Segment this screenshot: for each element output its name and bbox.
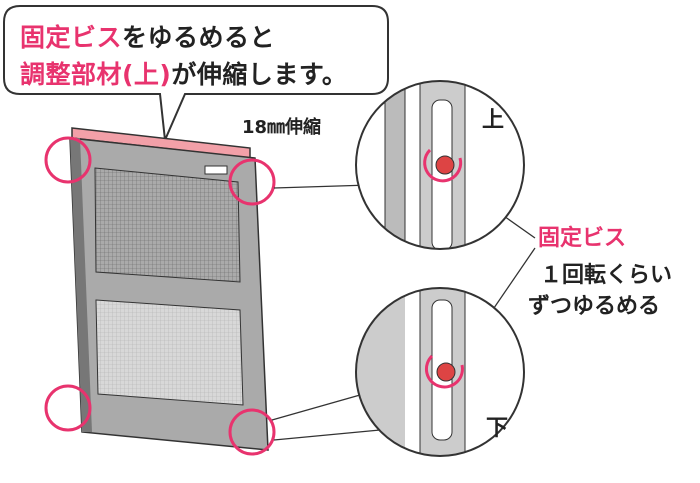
instruction-line-2: ずつゆるめる [528,294,661,319]
speech-bubble [3,5,389,144]
bottom-detail [356,288,524,456]
screen-frame [69,127,269,451]
highlight-part: 調整部材(上) [20,60,172,89]
text: が伸縮します。 [171,60,348,89]
marker-top-right [228,158,276,206]
bubble-line-1: 固定ビスをゆるめると [20,18,275,54]
marker-top-left [44,136,92,184]
marker-bottom-left [44,384,92,432]
screw-label: 固定ビス [538,226,627,251]
expansion-label: 18㎜伸縮 [242,117,322,138]
instruction-line-1: １回転くらい [540,263,673,288]
rotate-arrow-bottom [424,354,464,389]
marker-bottom-right [228,408,276,456]
highlight-screw: 固定ビス [20,23,123,52]
rotate-arrow-top [423,148,463,183]
bubble-line-2: 調整部材(上)が伸縮します。 [20,55,347,91]
top-label: 上 [482,108,505,133]
top-detail [356,81,524,249]
bottom-label: 下 [486,416,509,441]
text: をゆるめると [122,23,276,52]
